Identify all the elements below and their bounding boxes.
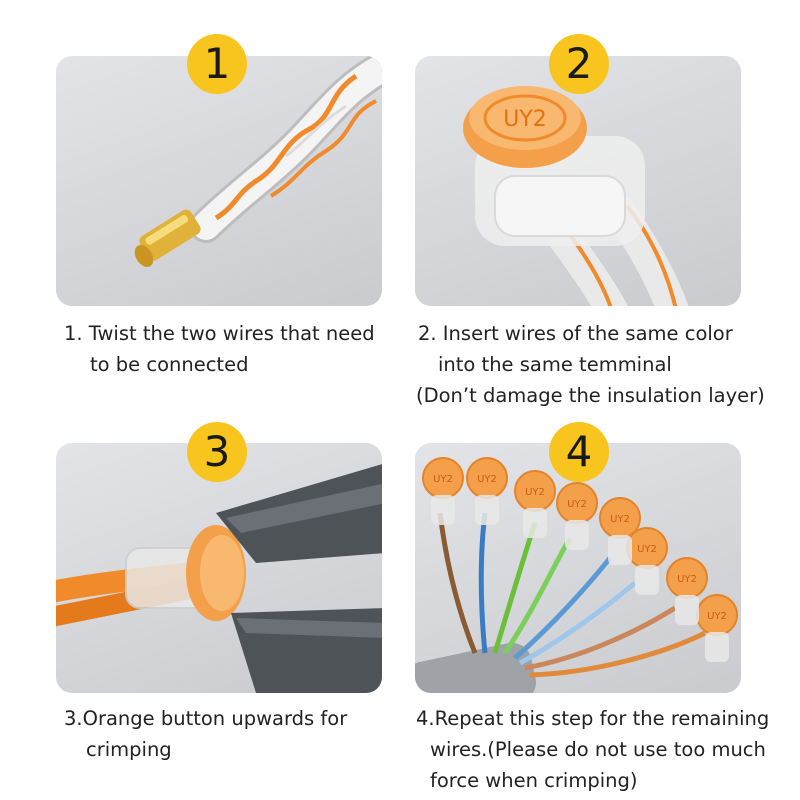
- connector-label-5: UY2: [610, 514, 630, 525]
- step-1-image: [56, 56, 382, 306]
- step-4-caption-line-1: 4.Repeat this step for the remaining: [416, 707, 770, 730]
- connector-label-1: UY2: [433, 474, 453, 485]
- step-2-caption-line-2: into the same temminal: [438, 353, 672, 376]
- step-3-caption: 3.Orange button upwards for crimping: [64, 703, 347, 765]
- step-4-caption: 4.Repeat this step for the remaining wir…: [416, 703, 769, 796]
- twisted-wires-illustration: [134, 56, 382, 268]
- step-4-caption-line-2: wires.(Please do not use too much: [430, 738, 766, 761]
- multiple-connectors-illustration: UY2 UY2 UY2 UY2 UY2 UY2 UY2 UY2: [415, 457, 738, 693]
- connector-label-6: UY2: [637, 544, 657, 555]
- step-1-caption-line-1: 1. Twist the two wires that need: [64, 322, 375, 345]
- step-3-caption-line-1: 3.Orange button upwards for: [64, 707, 348, 730]
- step-1-caption: 1. Twist the two wires that need to be c…: [64, 318, 375, 380]
- connector-label-8: UY2: [707, 611, 727, 622]
- step-2-caption: 2. Insert wires of the same color into t…: [416, 318, 765, 411]
- step-3-caption-line-2: crimping: [86, 738, 172, 761]
- step-2-caption-line-1: 2. Insert wires of the same color: [418, 322, 733, 345]
- step-3-image: [56, 443, 382, 693]
- connector-label-4: UY2: [567, 499, 587, 510]
- step-1-caption-line-2: to be connected: [90, 353, 249, 376]
- step-2-image: UY2: [415, 56, 741, 306]
- connector-label-7: UY2: [677, 574, 697, 585]
- step-2-caption-line-3: (Don’t damage the insulation layer): [416, 384, 765, 407]
- step-4-image: UY2 UY2 UY2 UY2 UY2 UY2 UY2 UY2: [415, 443, 741, 693]
- step-4-badge: 4: [549, 422, 609, 482]
- step-2-connector-label: UY2: [503, 107, 547, 132]
- crimping-illustration: [56, 464, 382, 693]
- connector-label-3: UY2: [525, 487, 545, 498]
- step-3-badge: 3: [187, 422, 247, 482]
- connector-label-2: UY2: [477, 474, 497, 485]
- connector-insert-illustration: UY2: [463, 86, 689, 306]
- step-4-caption-line-3: force when crimping): [430, 769, 638, 792]
- step-1-badge: 1: [187, 34, 247, 94]
- step-2-badge: 2: [549, 34, 609, 94]
